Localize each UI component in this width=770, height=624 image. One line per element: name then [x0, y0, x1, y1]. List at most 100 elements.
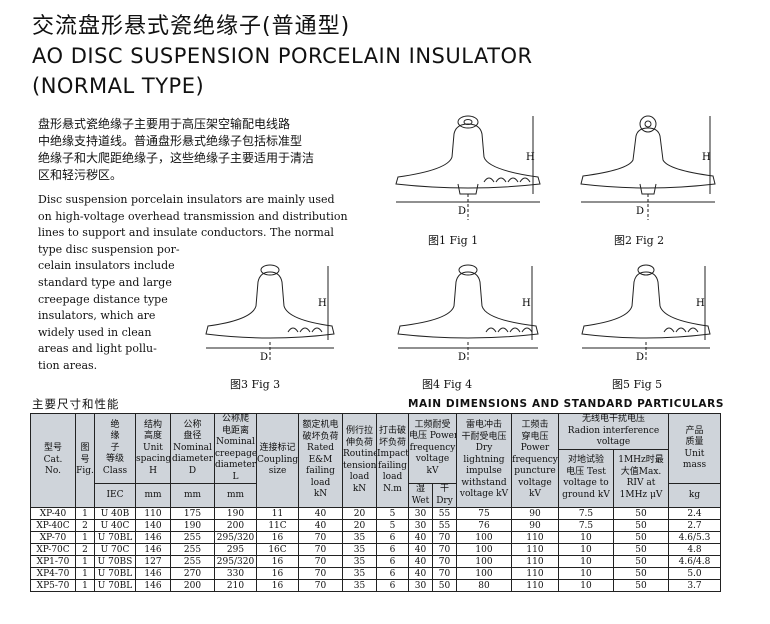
section-title-chinese: 主要尺寸和性能 [32, 397, 120, 411]
description-cn-line: 区和轻污秽区。 [38, 168, 123, 182]
table-cell: 110 [511, 543, 559, 556]
table-cell: 35 [342, 579, 377, 592]
table-cell: 190 [170, 519, 215, 532]
header-lightning-impulse: 雷电冲击 干耐受电压 Dry lightning impulse withsta… [456, 413, 512, 508]
table-cell: 35 [342, 531, 377, 544]
header-spacing-unit: mm [135, 483, 171, 508]
table-cell: 50 [432, 579, 457, 592]
table-cell: 330 [214, 567, 257, 580]
table-cell: 40 [298, 519, 343, 532]
table-cell: 3.7 [668, 579, 721, 592]
description-en-line: areas and light pollu- [38, 342, 157, 356]
dim-d-label: D [260, 352, 268, 363]
table-cell: XP4-70 [30, 567, 76, 580]
figure-label: 图5 Fig 5 [612, 378, 663, 391]
table-cell: 127 [135, 555, 171, 568]
table-cell: 76 [456, 519, 512, 532]
table-cell: XP-40C [30, 519, 76, 532]
table-cell: 40 [298, 507, 343, 520]
table-cell: 50 [613, 555, 669, 568]
table-cell: 2.7 [668, 519, 721, 532]
table-cell: 7.5 [558, 507, 614, 520]
table-cell: XP1-70 [30, 555, 76, 568]
table-cell: 50 [613, 519, 669, 532]
table-cell: U 70BS [94, 555, 136, 568]
header-mass-unit: kg [668, 483, 721, 508]
table-cell: XP5-70 [30, 579, 76, 592]
section-title-english: MAIN DIMENSIONS AND STANDARD PARTICULARS [408, 398, 725, 410]
description-en-line: creepage distance type [38, 292, 168, 306]
figure-1: H D 图1 Fig 1 [388, 112, 548, 247]
table-cell: 50 [613, 567, 669, 580]
figure-4: H D 图4 Fig 4 [388, 262, 548, 391]
table-cell: 1 [75, 567, 95, 580]
description-english: Disc suspension porcelain insulators are… [38, 192, 348, 375]
dim-h-label: H [702, 152, 711, 163]
header-puncture-voltage: 工频击 穿电压 Power frequency puncture voltage… [511, 413, 559, 508]
table-cell: 70 [432, 543, 457, 556]
table-cell: 75 [456, 507, 512, 520]
table-cell: 70 [298, 579, 343, 592]
table-cell: 6 [376, 555, 409, 568]
table-cell: 7.5 [558, 519, 614, 532]
header-riv-max: 1MHz时最 大值Max. RIV at 1MHz μV [613, 448, 669, 508]
table-cell: 90 [511, 519, 559, 532]
table-cell: 110 [511, 531, 559, 544]
table-cell: 35 [342, 567, 377, 580]
table-cell: U 70BL [94, 567, 136, 580]
table-cell: 200 [214, 519, 257, 532]
header-tension-load: 例行拉 伸负荷 Routine tension load kN [342, 413, 377, 508]
table-cell: 16 [256, 567, 299, 580]
table-cell: XP-70C [30, 543, 76, 556]
table-cell: 80 [456, 579, 512, 592]
header-model: 型号 Cat. No. [30, 413, 76, 508]
table-cell: 50 [613, 507, 669, 520]
table-cell: 10 [558, 543, 614, 556]
table-cell: 50 [613, 579, 669, 592]
header-diameter-unit: mm [170, 483, 215, 508]
table-cell: 140 [135, 519, 171, 532]
header-unit-spacing: 结构 高度 Unit spacing H [135, 413, 171, 484]
table-cell: 55 [432, 519, 457, 532]
table-cell: 35 [342, 555, 377, 568]
table-cell: U 40B [94, 507, 136, 520]
description-cn-line: 中绝缘支持道线。普通盘形悬式绝缘子包括标准型 [38, 134, 303, 148]
description-cn-line: 盘形悬式瓷绝缘子主要用于高压架空输配电线路 [38, 117, 291, 131]
header-em-load: 额定机电 破坏负荷 Rated E&M failing load kN [298, 413, 343, 508]
header-nominal-diameter: 公称 盘径 Nominal diameter D [170, 413, 215, 484]
dim-h-label: H [318, 298, 327, 309]
header-wet: 湿 Wet [408, 483, 433, 508]
specifications-table: 型号 Cat. No. 图 号 Fig. 绝 缘 子 等级 Class 结构 高… [30, 413, 721, 592]
table-cell: 20 [342, 507, 377, 520]
table-cell: 295 [214, 543, 257, 556]
table-cell: 6 [376, 543, 409, 556]
table-cell: 146 [135, 543, 171, 556]
table-cell: XP-40 [30, 507, 76, 520]
table-cell: 100 [456, 531, 512, 544]
table-cell: 1 [75, 531, 95, 544]
dim-d-label: D [636, 352, 644, 363]
table-cell: 30 [408, 579, 433, 592]
figure-label: 图1 Fig 1 [428, 234, 479, 247]
description-en-line: celain insulators include [38, 259, 175, 273]
table-cell: 40 [408, 543, 433, 556]
description-en-line: Disc suspension porcelain insulators are… [38, 193, 335, 206]
table-cell: 11C [256, 519, 299, 532]
table-cell: 295/320 [214, 531, 257, 544]
table-cell: 30 [408, 519, 433, 532]
table-cell: 2 [75, 543, 95, 556]
table-cell: 255 [170, 543, 215, 556]
table-cell: 4.6/4.8 [668, 555, 721, 568]
header-unit-mass: 产品 质量 Unit mass [668, 413, 721, 484]
description-en-line: type disc suspension por- [38, 242, 180, 256]
header-power-frequency: 工频耐受 电压 Power frequency voltage kV [408, 413, 457, 484]
table-cell: 20 [342, 519, 377, 532]
table-cell: 2 [75, 519, 95, 532]
description-cn-line: 绝缘子和大爬距绝缘子，这些绝缘子主要适用于清洁 [38, 151, 315, 165]
table-cell: 100 [456, 555, 512, 568]
